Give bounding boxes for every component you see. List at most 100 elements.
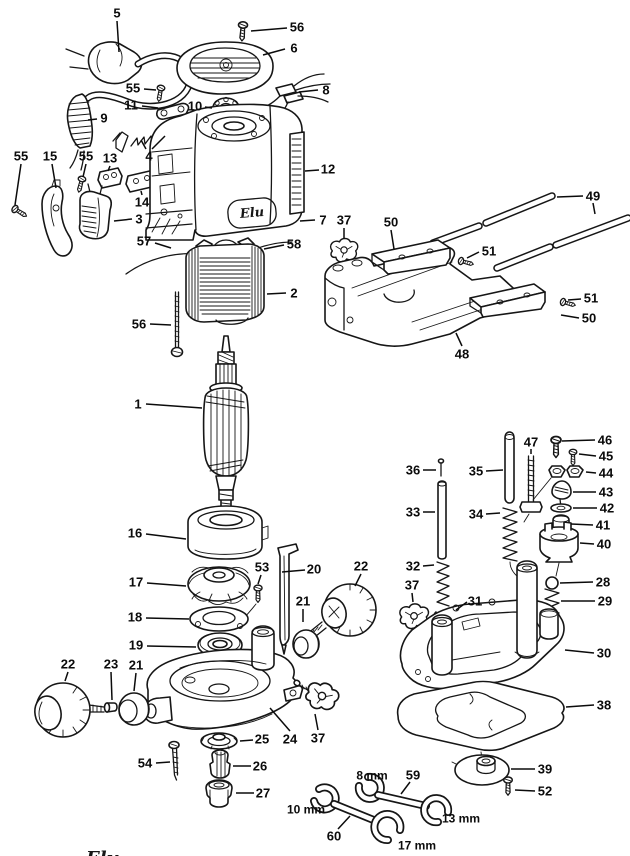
part-label: 8 mm	[356, 768, 387, 782]
part-label: 47	[524, 435, 538, 450]
label-leader-line	[145, 617, 190, 620]
part-label: 55	[126, 81, 140, 96]
power-cord-and-plug	[65, 41, 194, 171]
part-label: 2	[290, 286, 297, 301]
part-label: 56	[290, 20, 304, 35]
label-leader-line	[145, 403, 203, 409]
label-leader-line	[250, 27, 288, 32]
label-leader-line	[116, 20, 120, 53]
part-label: 18	[128, 610, 142, 625]
turret-40	[539, 521, 579, 577]
part-label: 14	[135, 195, 150, 210]
label-leader-line	[561, 439, 596, 442]
clamp-knob-right	[292, 583, 377, 659]
depth-rod	[277, 543, 299, 655]
label-leader-line	[304, 169, 320, 172]
part-label: 54	[138, 756, 153, 771]
part-label: 50	[384, 215, 398, 230]
part-label: 35	[469, 464, 483, 479]
screw-54	[168, 740, 180, 781]
label-leader-line	[485, 512, 501, 515]
part-label: 30	[597, 646, 611, 661]
part-label: 8	[322, 83, 329, 98]
label-leader-line	[149, 323, 172, 326]
washer-18	[189, 606, 249, 632]
part-label: 51	[482, 244, 496, 259]
part-label: 22	[354, 559, 368, 574]
part-label: 28	[596, 575, 610, 590]
part-label: 19	[129, 638, 143, 653]
label-leader-line	[455, 332, 463, 347]
switch-3	[78, 190, 112, 240]
part-label: 40	[597, 537, 611, 552]
pin-4	[112, 131, 129, 153]
label-leader-line	[140, 139, 147, 150]
armature	[202, 335, 250, 514]
label-leader-line	[143, 88, 157, 91]
wing-bolt-37-casting	[293, 677, 343, 716]
label-leader-line	[567, 298, 582, 301]
bottom-partial-logo: Elu	[85, 848, 120, 856]
part-label: 31	[468, 594, 482, 609]
clamp-bar-50a	[371, 239, 451, 275]
label-leader-line	[269, 707, 291, 732]
part-label: 27	[256, 786, 270, 801]
part-label: 11	[124, 98, 138, 113]
part-label: 13 mm	[442, 811, 480, 825]
label-leader-line	[314, 713, 319, 731]
rod-33	[437, 480, 447, 560]
label-leader-line	[455, 601, 468, 611]
fine-adjuster-parts	[399, 431, 584, 647]
label-leader-line	[14, 163, 22, 206]
tube-35	[504, 431, 515, 504]
part-label: 17	[129, 575, 143, 590]
router-base	[399, 560, 565, 690]
label-leader-line	[151, 135, 166, 150]
label-leader-line	[560, 314, 580, 319]
part-label: 59	[406, 768, 420, 783]
elu-badge-text: Elu	[238, 205, 265, 222]
part-label: 58	[287, 237, 301, 252]
motor-carrier-casting	[143, 625, 304, 730]
label-leader-line	[266, 292, 287, 295]
guide-bush	[451, 754, 513, 786]
spring-34	[502, 507, 518, 562]
label-leader-line	[110, 671, 113, 701]
part-label: 53	[255, 560, 269, 575]
part-label: 21	[296, 594, 310, 609]
label-leader-line	[87, 118, 98, 121]
handle-shell-15	[41, 185, 73, 257]
fence-casting-48	[324, 246, 527, 347]
spindle-parts	[168, 732, 238, 808]
label-leader-line	[204, 106, 213, 109]
label-leader-line	[570, 523, 594, 526]
label-leader-line	[354, 573, 362, 587]
fan	[187, 566, 251, 605]
collet-26	[209, 749, 231, 779]
part-label: 32	[406, 559, 420, 574]
stator	[125, 237, 293, 325]
clamp-knob-left	[34, 682, 150, 738]
threaded-rod-47	[519, 455, 543, 523]
part-label: 37	[405, 578, 419, 593]
part-label: 42	[600, 501, 614, 516]
part-label: 49	[586, 189, 600, 204]
part-label: 34	[469, 507, 484, 522]
screw-51a	[456, 256, 475, 269]
label-leader-line	[578, 453, 597, 457]
part-label: 57	[137, 234, 151, 249]
washer-42	[550, 503, 572, 513]
part-label: 25	[255, 732, 269, 747]
switch-and-blocks	[9, 167, 159, 257]
label-leader-line	[263, 244, 285, 250]
screw-45	[568, 448, 578, 467]
part-label: 39	[538, 762, 552, 777]
part-label: 44	[599, 466, 614, 481]
label-leader-line	[564, 649, 595, 654]
label-leader-line	[64, 671, 69, 682]
label-leader-line	[107, 165, 111, 172]
label-leader-line	[299, 219, 316, 222]
label-leader-line	[390, 229, 395, 250]
wrench-59	[354, 772, 453, 827]
